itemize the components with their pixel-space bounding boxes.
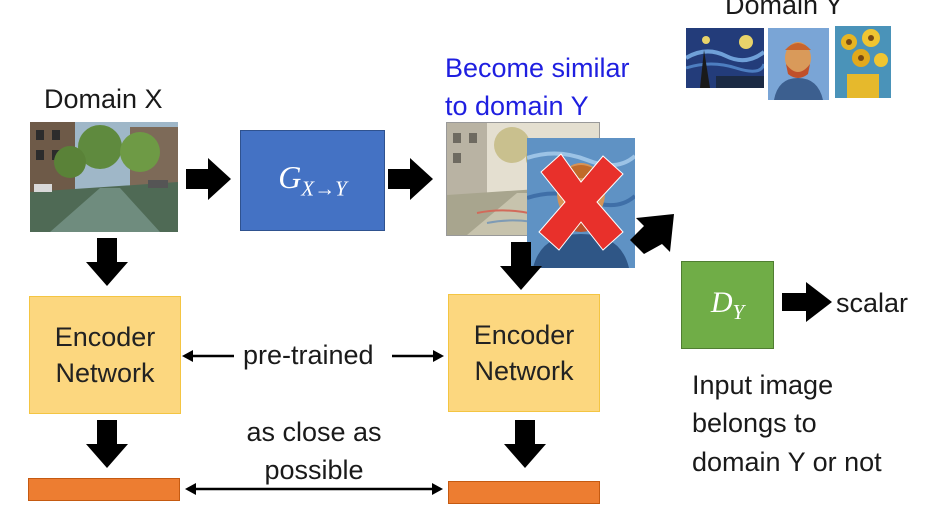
van-gogh-portrait-image [768, 28, 829, 100]
arrow-output-to-encoder [500, 242, 542, 290]
arrow-encoder-right-to-feature [504, 420, 546, 468]
feature-bar-left [28, 478, 180, 501]
encoder-left: Encoder Network [29, 296, 181, 414]
generator-box: GX→Y [240, 130, 385, 231]
domain-y-label: Domain Y [725, 0, 844, 20]
discriminator-note: Input image belongs to domain Y or not [692, 370, 882, 477]
generator-symbol: GX→Y [278, 159, 347, 201]
arrow-x-to-encoder [86, 238, 128, 286]
starry-night-image [686, 28, 764, 88]
discriminator-symbol: DY [710, 285, 745, 324]
become-similar-text: Become similar to domain Y [445, 53, 630, 121]
canal-photo-image [30, 122, 178, 232]
pretrained-label: pre-trained [243, 340, 374, 370]
arrow-output-to-discriminator [630, 214, 674, 254]
pretrained-double-arrow [182, 350, 444, 362]
crossed-out-portrait-image [527, 138, 635, 268]
domain-x-label: Domain X [44, 84, 163, 114]
discriminator-box: DY [681, 261, 774, 349]
sunflowers-image [835, 26, 891, 98]
encoder-right: Encoder Network [448, 294, 600, 412]
feature-bar-right [448, 481, 600, 504]
arrow-generator-to-output [388, 158, 433, 200]
arrow-discriminator-to-scalar [782, 282, 832, 322]
arrow-encoder-left-to-feature [86, 420, 128, 468]
arrow-x-to-generator [186, 158, 231, 200]
close-double-arrow [185, 483, 443, 495]
scalar-label: scalar [836, 288, 909, 318]
cross-icon [538, 153, 624, 251]
close-label: as close as possible [246, 417, 382, 485]
